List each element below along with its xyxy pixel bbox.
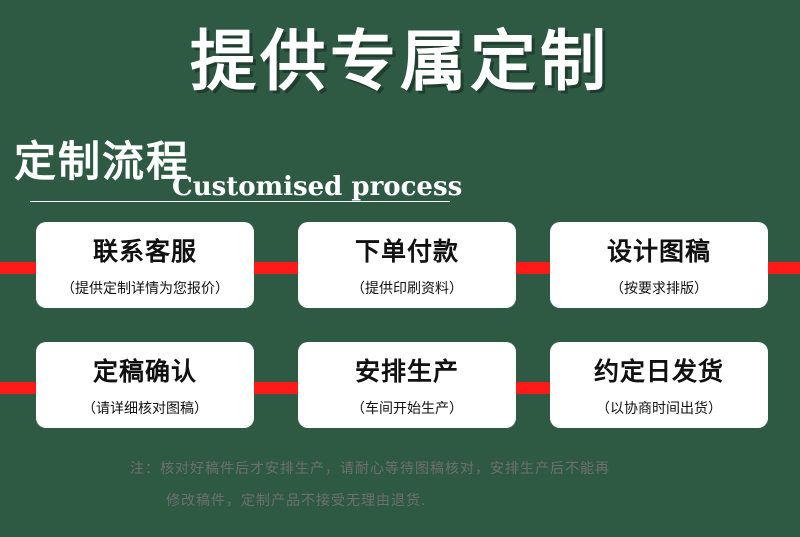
section-title: 定制流程 bbox=[14, 137, 191, 186]
step-title: 定稿确认 bbox=[92, 357, 197, 386]
connector-line bbox=[516, 262, 550, 274]
step-title: 设计图稿 bbox=[606, 237, 711, 266]
step-title: 联系客服 bbox=[92, 237, 197, 266]
section-subtitle: Customised process bbox=[172, 172, 463, 202]
footer-note-line-1: 注：核对好稿件后才安排生产，请耐心等待图稿核对，安排生产后不能再 bbox=[130, 461, 610, 477]
step-note: （按要求排版） bbox=[610, 281, 708, 297]
step-card-contact-service: 联系客服 （提供定制详情为您报价） bbox=[36, 222, 254, 308]
step-title: 约定日发货 bbox=[593, 357, 724, 386]
divider bbox=[30, 201, 450, 202]
connector-line bbox=[254, 382, 298, 394]
connector-line bbox=[254, 262, 298, 274]
step-card-scheduled-shipping: 约定日发货 （以协商时间出货） bbox=[550, 342, 768, 428]
step-card-order-payment: 下单付款 （提供印刷资料） bbox=[298, 222, 516, 308]
connector-line bbox=[768, 262, 800, 274]
step-note: （请详细核对图稿） bbox=[82, 401, 208, 417]
step-note: （提供印刷资料） bbox=[351, 281, 463, 297]
step-title: 下单付款 bbox=[354, 237, 459, 266]
connector-line bbox=[0, 382, 36, 394]
step-card-confirm-draft: 定稿确认 （请详细核对图稿） bbox=[36, 342, 254, 428]
step-note: （以协商时间出货） bbox=[596, 401, 722, 417]
connector-line bbox=[516, 382, 550, 394]
page-title: 提供专属定制 bbox=[190, 23, 610, 100]
footer-note-line-2: 修改稿件，定制产品不接受无理由退货. bbox=[166, 493, 427, 509]
step-card-design-draft: 设计图稿 （按要求排版） bbox=[550, 222, 768, 308]
connector-line bbox=[0, 262, 36, 274]
step-note: （提供定制详情为您报价） bbox=[61, 281, 229, 297]
step-card-arrange-production: 安排生产 （车间开始生产） bbox=[298, 342, 516, 428]
step-note: （车间开始生产） bbox=[351, 401, 463, 417]
step-title: 安排生产 bbox=[354, 357, 459, 386]
